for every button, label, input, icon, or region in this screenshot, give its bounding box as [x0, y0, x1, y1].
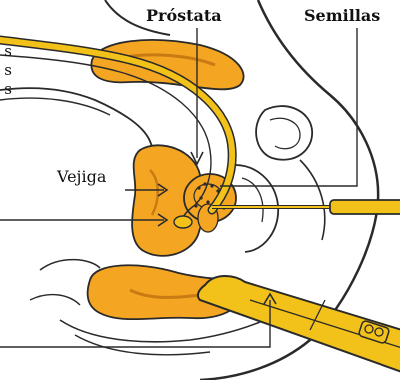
- colon: [91, 40, 243, 89]
- needle-handle: [330, 200, 400, 214]
- ultrasound-probe: [198, 276, 400, 372]
- cut-label-line-2: s: [0, 61, 12, 80]
- seeds-label: Semillas: [304, 6, 380, 25]
- pelvic-wall: [0, 88, 153, 165]
- cut-label-line-3: s: [0, 80, 12, 99]
- cut-label-line-1: s: [0, 42, 12, 61]
- prostate-label: Próstata: [146, 6, 222, 25]
- cut-label-left: s s s: [0, 42, 12, 99]
- bone-contour: [256, 106, 312, 160]
- bladder-label: Vejiga: [57, 167, 106, 186]
